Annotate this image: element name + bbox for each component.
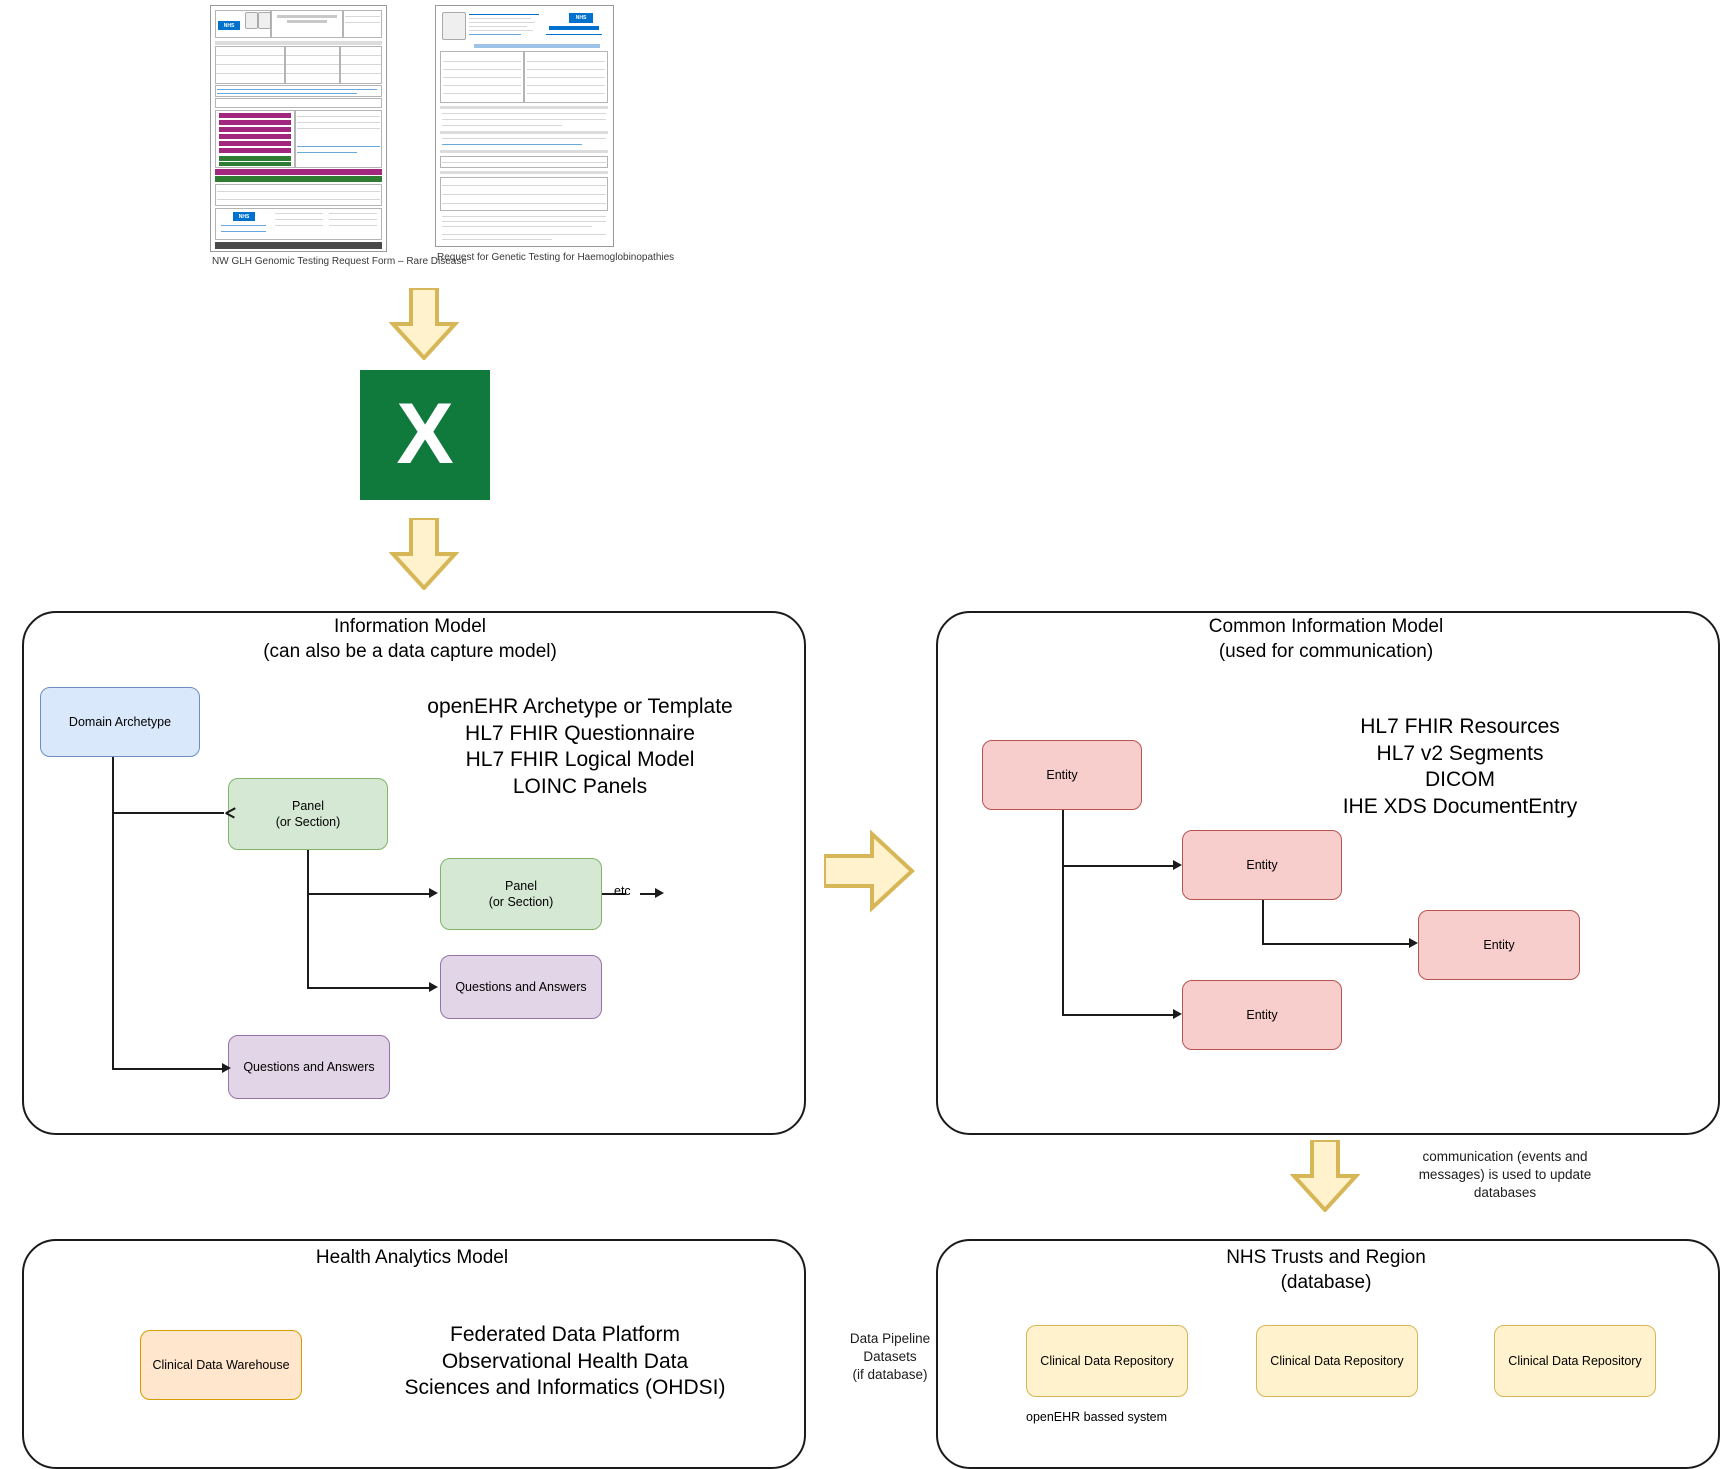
health-analytics-model-spec-list: Federated Data Platform Observational He… [404,1323,726,1399]
connector-entity2-to-entity3 [1262,943,1414,945]
arrowhead-qa2 [222,1063,231,1073]
excel-x-glyph: X [396,386,453,482]
form-caption-haemoglobinopathies: Request for Genetic Testing for Haemoglo… [437,252,675,263]
panel-common-information-model-title: Common Information Model (used for commu… [1076,614,1576,664]
form-thumbnail-rare-disease[interactable]: NHS [210,5,387,252]
connector-panel1-to-panel2 [307,893,431,895]
node-questions-and-answers-2-label: Questions and Answers [243,1060,375,1074]
svg-text:X: X [396,386,453,482]
node-entity-3[interactable]: Entity [1418,910,1580,980]
connector-archetype-to-qa2 [112,1068,226,1070]
arrowhead-entity3 [1409,938,1418,948]
node-entity-2[interactable]: Entity [1182,830,1342,900]
connector-entity1-to-entity2 [1062,865,1178,867]
node-entity-2-label: Entity [1246,858,1278,872]
panel-nhs-trusts-and-region-title: NHS Trusts and Region (database) [1076,1245,1576,1295]
openehr-based-system-footnote: openEHR bassed system [1026,1410,1168,1424]
node-clinical-data-repository-2[interactable]: Clinical Data Repository [1256,1325,1418,1397]
panel-nhs-trusts-and-region-title-line2: (database) [1280,1272,1372,1293]
node-questions-and-answers-1-label: Questions and Answers [455,980,587,994]
node-clinical-data-repository-2-label: Clinical Data Repository [1270,1354,1404,1368]
etc-label: etc [614,884,631,898]
panel-nhs-trusts-and-region-title-line1: NHS Trusts and Region [1226,1247,1426,1268]
common-information-model-spec-list: HL7 FHIR Resources HL7 v2 Segments DICOM… [1342,715,1578,818]
excel-icon[interactable]: X [360,370,490,500]
connector-archetype-to-panel1 [112,812,224,814]
panel-common-information-model-title-line2: (used for communication) [1218,641,1434,662]
node-clinical-data-repository-3-label: Clinical Data Repository [1508,1354,1642,1368]
node-domain-archetype[interactable]: Domain Archetype [40,687,200,757]
connector-entity1-trunk [1062,810,1064,1015]
node-entity-1[interactable]: Entity [982,740,1142,810]
connector-entity1-to-entity4 [1062,1014,1178,1016]
node-domain-archetype-label: Domain Archetype [68,715,172,729]
arrowhead-panel2 [429,888,438,898]
arrow-information-to-common-model [822,828,916,914]
node-clinical-data-warehouse-label: Clinical Data Warehouse [152,1358,290,1372]
node-panel-2-label: Panel (or Section) [488,879,554,909]
form-thumbnail-haemoglobinopathies[interactable]: NHS [435,5,614,247]
node-clinical-data-repository-3[interactable]: Clinical Data Repository [1494,1325,1656,1397]
arrow-common-model-to-trusts [1289,1138,1361,1213]
panel-information-model-title-line2: (can also be a data capture model) [263,641,557,662]
connector-panel1-to-qa1 [307,987,431,989]
data-pipeline-note: Data Pipeline Datasets (if database) [849,1331,931,1382]
arrow-forms-to-spreadsheet [388,286,460,361]
communication-note: communication (events and messages) is u… [1418,1149,1592,1200]
node-questions-and-answers-2[interactable]: Questions and Answers [228,1035,390,1099]
node-panel-2[interactable]: Panel (or Section) [440,858,602,930]
information-model-spec-list: openEHR Archetype or Template HL7 FHIR Q… [427,695,733,798]
panel-common-information-model-title-line1: Common Information Model [1208,616,1444,637]
node-clinical-data-repository-1-label: Clinical Data Repository [1040,1354,1174,1368]
connector-etc-tail [640,893,658,895]
panel-information-model-title: Information Model (can also be a data ca… [160,614,660,664]
node-questions-and-answers-1[interactable]: Questions and Answers [440,955,602,1019]
node-entity-1-label: Entity [1046,768,1078,782]
panel-information-model-title-line1: Information Model [333,616,487,637]
arrowhead-entity2 [1173,860,1182,870]
connector-archetype-trunk [112,757,114,1069]
arrowhead-etc [655,888,664,898]
node-clinical-data-warehouse[interactable]: Clinical Data Warehouse [140,1330,302,1400]
form-caption-rare-disease: NW GLH Genomic Testing Request Form – Ra… [212,256,467,267]
panel-health-analytics-model-title: Health Analytics Model [162,1245,662,1270]
node-clinical-data-repository-1[interactable]: Clinical Data Repository [1026,1325,1188,1397]
node-panel-1-label: Panel (or Section) [275,799,341,829]
connector-entity2-trunk [1262,900,1264,945]
node-panel-1[interactable]: Panel (or Section) [228,778,388,850]
connector-panel2-to-etc [602,893,626,895]
arrowhead-entity4 [1173,1009,1182,1019]
arrowhead-qa1 [429,982,438,992]
arrow-spreadsheet-to-information-model [388,516,460,591]
node-entity-3-label: Entity [1483,938,1515,952]
connector-panel1-trunk [307,850,309,988]
panel-health-analytics-model-title-line1: Health Analytics Model [315,1247,509,1268]
node-entity-4[interactable]: Entity [1182,980,1342,1050]
node-entity-4-label: Entity [1246,1008,1278,1022]
